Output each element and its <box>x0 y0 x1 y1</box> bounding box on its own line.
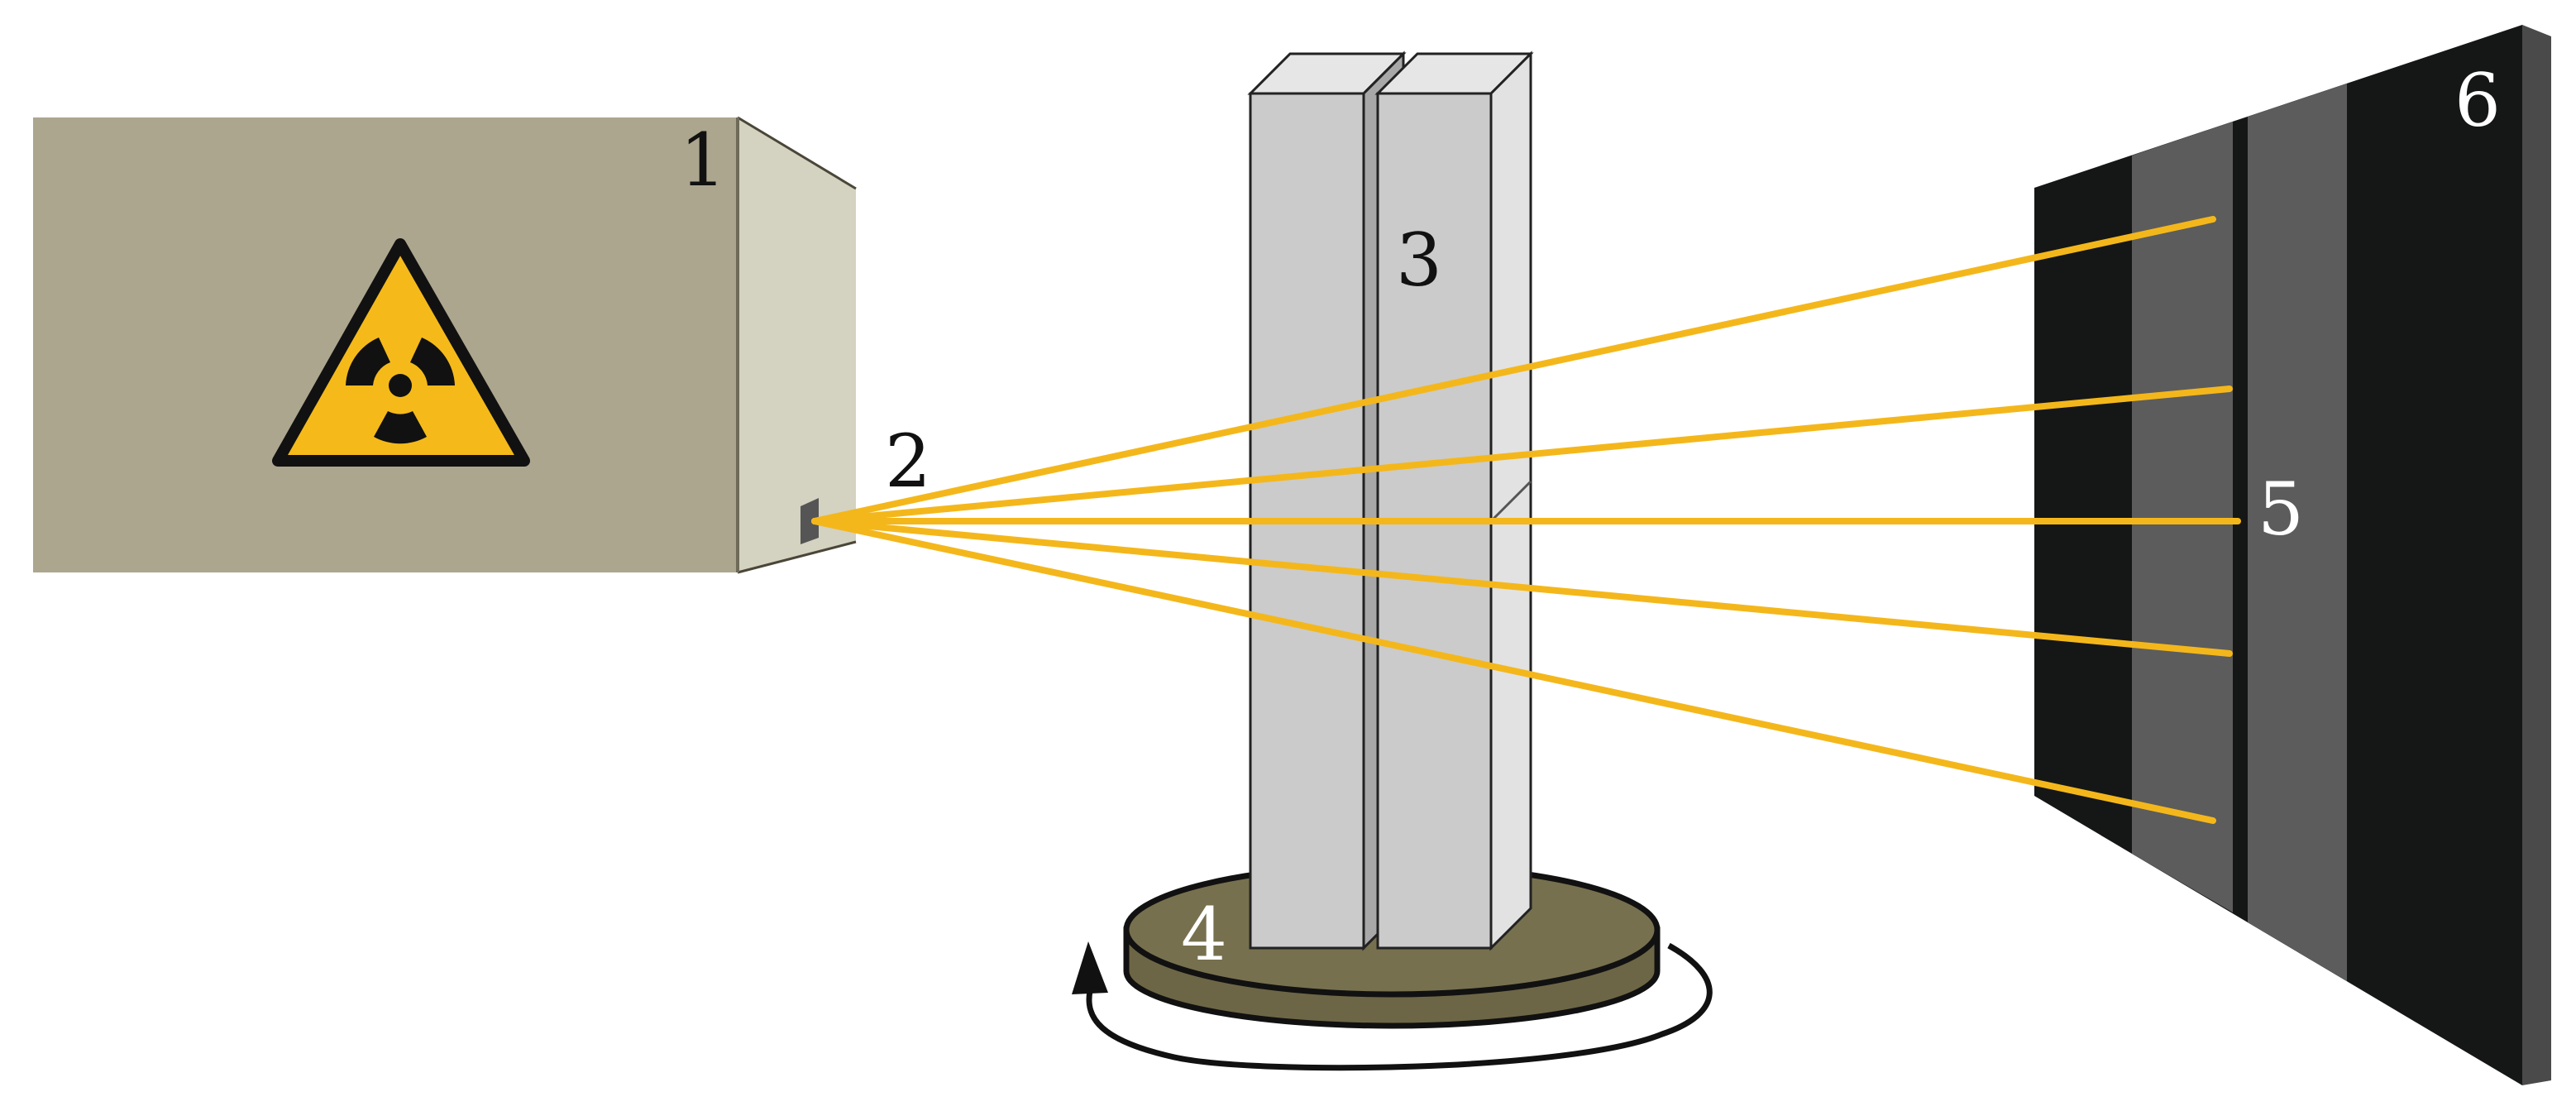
detector-band-2 <box>2248 84 2347 981</box>
source-edge-bottom <box>737 540 857 574</box>
beam-5 <box>811 518 2216 824</box>
source-edge-top <box>737 116 857 190</box>
label-detector: 6 <box>2454 58 2501 143</box>
label-rotation-stage: 4 <box>1181 892 1227 977</box>
detector: 6 <box>2034 25 2551 1085</box>
aperture <box>801 498 819 544</box>
xray-source: 1 <box>33 116 857 574</box>
detector-band-1 <box>2132 122 2233 912</box>
beam-1 <box>811 216 2216 524</box>
detector-edge <box>2522 25 2551 1085</box>
label-sample: 3 <box>1396 218 1442 303</box>
sample: 3 <box>1247 50 1534 951</box>
label-aperture: 2 <box>885 419 931 504</box>
label-source: 1 <box>680 117 726 203</box>
radiation-hazard-icon <box>272 238 530 467</box>
beams <box>811 216 2241 824</box>
rotation-arrowhead <box>1072 941 1108 994</box>
beam-2 <box>811 385 2233 524</box>
source-face <box>738 117 856 572</box>
label-detector-center: 5 <box>2258 467 2304 552</box>
beam-4 <box>811 518 2233 657</box>
rotation-arrow-icon <box>1086 942 1713 1071</box>
sample-cut <box>1489 480 1532 523</box>
